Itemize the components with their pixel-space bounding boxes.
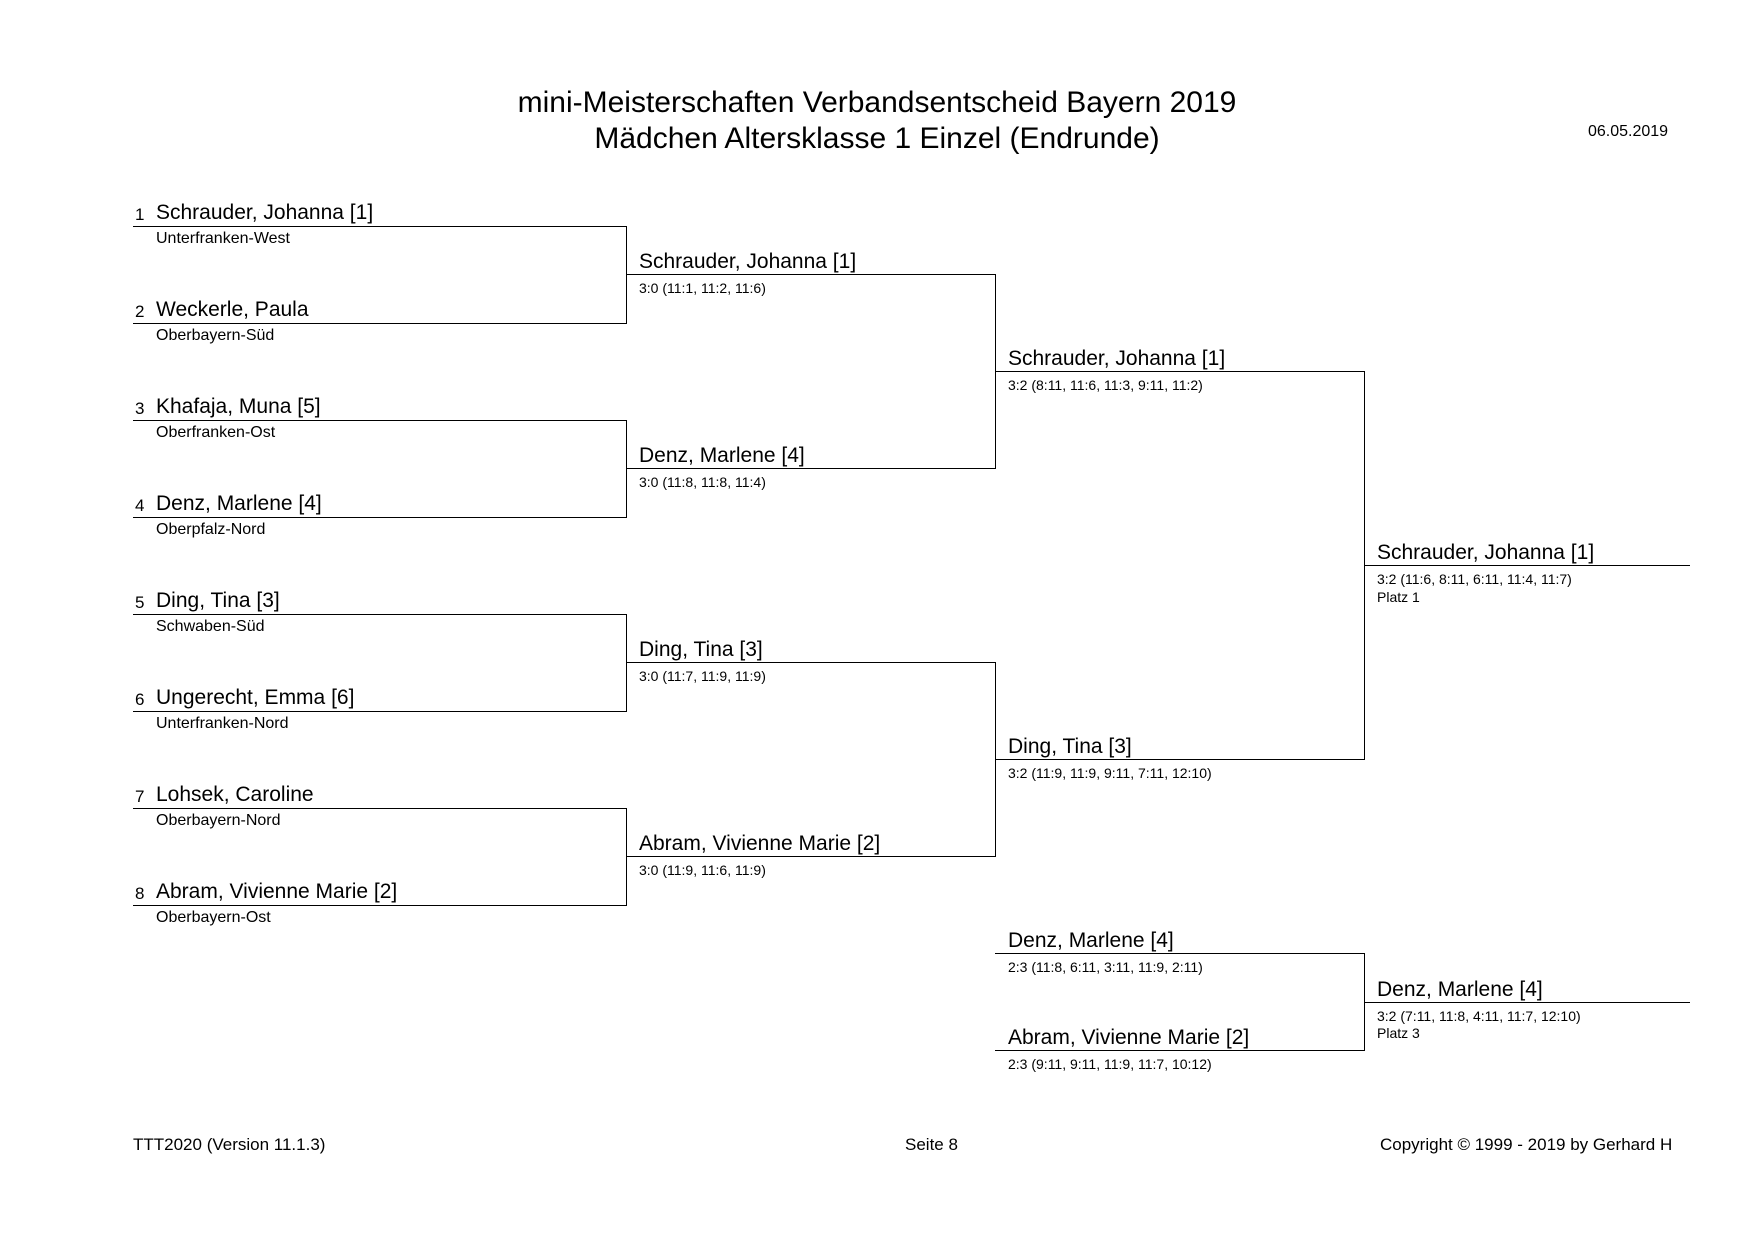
player-club: Oberbayern-Ost — [156, 909, 271, 926]
player-name: Lohsek, Caroline — [156, 783, 314, 806]
match-score: 2:3 (11:8, 6:11, 3:11, 11:9, 2:11) — [1008, 959, 1203, 975]
seed-number: 1 — [135, 205, 145, 224]
match-winner: Schrauder, Johanna [1] — [1008, 347, 1226, 370]
seed-number: 8 — [135, 884, 145, 903]
player-name: Abram, Vivienne Marie [2] — [1008, 1026, 1250, 1049]
player-club: Oberpfalz-Nord — [156, 521, 266, 538]
footer-copyright: Copyright © 1999 - 2019 by Gerhard H — [1380, 1135, 1673, 1154]
match-score: 2:3 (9:11, 9:11, 11:9, 11:7, 10:12) — [1008, 1056, 1212, 1072]
player-club: Schwaben-Süd — [156, 618, 265, 635]
bracket-line — [626, 856, 996, 857]
page-subtitle: Mädchen Altersklasse 1 Einzel (Endrunde) — [594, 122, 1160, 155]
match-score: 3:0 (11:9, 11:6, 11:9) — [639, 862, 766, 878]
match-winner: Denz, Marlene [4] — [639, 444, 805, 467]
bracket-line — [133, 711, 627, 712]
player-name: Ungerecht, Emma [6] — [156, 686, 355, 709]
place-label: Platz 1 — [1377, 589, 1420, 605]
seed-number: 7 — [135, 787, 145, 806]
bracket-connector — [1364, 953, 1365, 1050]
seed-number: 5 — [135, 593, 145, 612]
bracket-line — [626, 468, 996, 469]
match-score: 3:0 (11:7, 11:9, 11:9) — [639, 668, 766, 684]
date-label: 06.05.2019 — [1588, 123, 1669, 140]
match-winner: Ding, Tina [3] — [639, 638, 763, 661]
bracket-line — [133, 517, 627, 518]
bracket-line — [1364, 1002, 1690, 1003]
match-score: 3:2 (7:11, 11:8, 4:11, 11:7, 12:10) — [1377, 1008, 1581, 1024]
player-name: Khafaja, Muna [5] — [156, 395, 321, 418]
match-winner: Schrauder, Johanna [1] — [639, 250, 857, 273]
footer-page-number: Seite 8 — [905, 1135, 958, 1154]
bracket-line — [133, 323, 627, 324]
match-winner: Denz, Marlene [4] — [1377, 978, 1543, 1001]
match-score: 3:2 (11:9, 11:9, 9:11, 7:11, 12:10) — [1008, 765, 1212, 781]
footer-version: TTT2020 (Version 11.1.3) — [133, 1135, 326, 1154]
bracket-line — [133, 226, 627, 227]
bracket-line — [133, 420, 627, 421]
bracket-line — [1364, 565, 1690, 566]
player-name: Schrauder, Johanna [1] — [156, 201, 374, 224]
player-name: Abram, Vivienne Marie [2] — [156, 880, 398, 903]
match-score: 3:0 (11:8, 11:8, 11:4) — [639, 474, 766, 490]
footer-copyright-clip: Copyright © 1999 - 2019 by Gerhard H — [1380, 1132, 1690, 1158]
page-title: mini-Meisterschaften Verbandsentscheid B… — [517, 86, 1237, 119]
bracket-line — [133, 905, 627, 906]
bracket-line — [995, 759, 1365, 760]
match-score: 3:2 (8:11, 11:6, 11:3, 9:11, 11:2) — [1008, 377, 1203, 393]
match-score: 3:2 (11:6, 8:11, 6:11, 11:4, 11:7) — [1377, 571, 1572, 587]
player-club: Oberbayern-Nord — [156, 812, 281, 829]
player-club: Unterfranken-West — [156, 230, 290, 247]
champion-name: Schrauder, Johanna [1] — [1377, 541, 1595, 564]
player-name: Ding, Tina [3] — [156, 589, 280, 612]
match-winner: Abram, Vivienne Marie [2] — [639, 832, 881, 855]
player-name: Denz, Marlene [4] — [1008, 929, 1174, 952]
player-name: Denz, Marlene [4] — [156, 492, 322, 515]
place-label: Platz 3 — [1377, 1025, 1420, 1041]
player-club: Oberbayern-Süd — [156, 327, 275, 344]
bracket-line — [133, 808, 627, 809]
player-name: Weckerle, Paula — [156, 298, 309, 321]
match-winner: Ding, Tina [3] — [1008, 735, 1132, 758]
seed-number: 4 — [135, 496, 145, 515]
bracket-line — [626, 662, 996, 663]
match-score: 3:0 (11:1, 11:2, 11:6) — [639, 280, 766, 296]
bracket-line — [995, 371, 1365, 372]
seed-number: 2 — [135, 302, 145, 321]
seed-number: 3 — [135, 399, 145, 418]
bracket-line — [626, 274, 996, 275]
player-club: Unterfranken-Nord — [156, 715, 289, 732]
bracket-line — [995, 953, 1365, 954]
player-club: Oberfranken-Ost — [156, 424, 276, 441]
bracket-line — [133, 614, 627, 615]
bracket-line — [995, 1050, 1365, 1051]
seed-number: 6 — [135, 690, 145, 709]
